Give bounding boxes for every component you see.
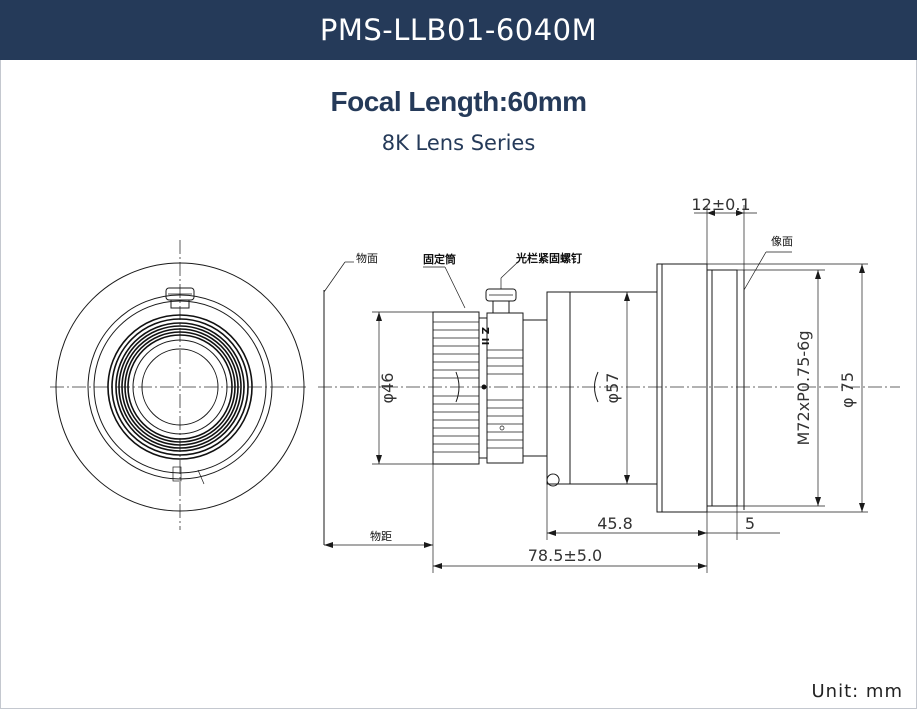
rear-diameter-dim: φ 75	[838, 372, 857, 408]
front-view	[50, 240, 308, 530]
aperture-screw-label: 光栏紧固螺钉	[515, 251, 582, 265]
thread-dim: M72xP0.75-6g	[794, 330, 813, 445]
body-length-dim: 45.8	[597, 514, 633, 533]
total-length-dim: 78.5±5.0	[528, 546, 602, 565]
unit-note: Unit: mm	[811, 681, 903, 702]
header-bar: PMS-LLB01-6040M	[0, 0, 917, 60]
flange-offset-dim: 12±0.1	[691, 195, 750, 214]
body-diameter-dim: φ57	[603, 373, 622, 404]
side-view: 物面 Z II	[318, 195, 900, 573]
fixing-barrel-label: 固定筒	[423, 252, 456, 266]
model-title: PMS-LLB01-6040M	[319, 13, 598, 47]
front-diameter-dim: φ46	[378, 373, 397, 404]
object-distance-label: 物距	[370, 529, 392, 543]
svg-text:Z II: Z II	[479, 327, 490, 345]
rear-gap-dim: 5	[745, 514, 755, 533]
object-plane-label: 物面	[356, 251, 378, 265]
series-subtitle: 8K Lens Series	[381, 131, 536, 155]
focal-length-title: Focal Length:60mm	[330, 86, 587, 117]
image-plane-label: 像面	[771, 235, 793, 248]
